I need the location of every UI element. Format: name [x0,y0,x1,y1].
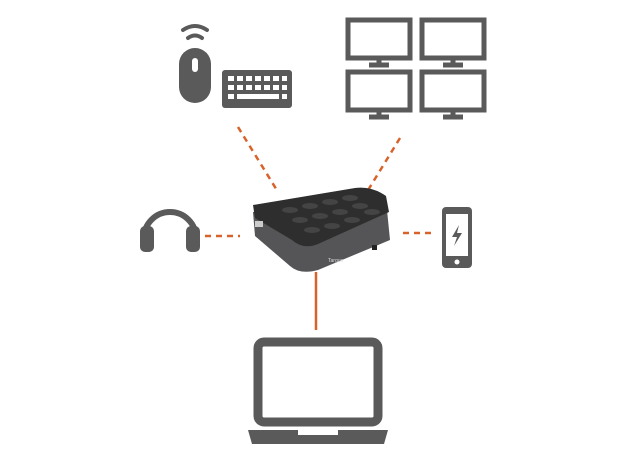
dock-top-pattern [282,195,380,233]
laptop-icon [248,337,388,444]
keyboard-icon [222,70,292,108]
dock-logo: Targus [328,258,344,264]
mouse-icon [179,24,211,103]
docking-station: Targus [253,187,390,272]
smartphone-icon [442,207,472,268]
monitors-icon [345,17,487,120]
headphones-icon [140,209,200,252]
connector-lines [205,126,434,330]
charging-bolt-icon [452,225,462,246]
connector-peripherals [236,126,280,193]
